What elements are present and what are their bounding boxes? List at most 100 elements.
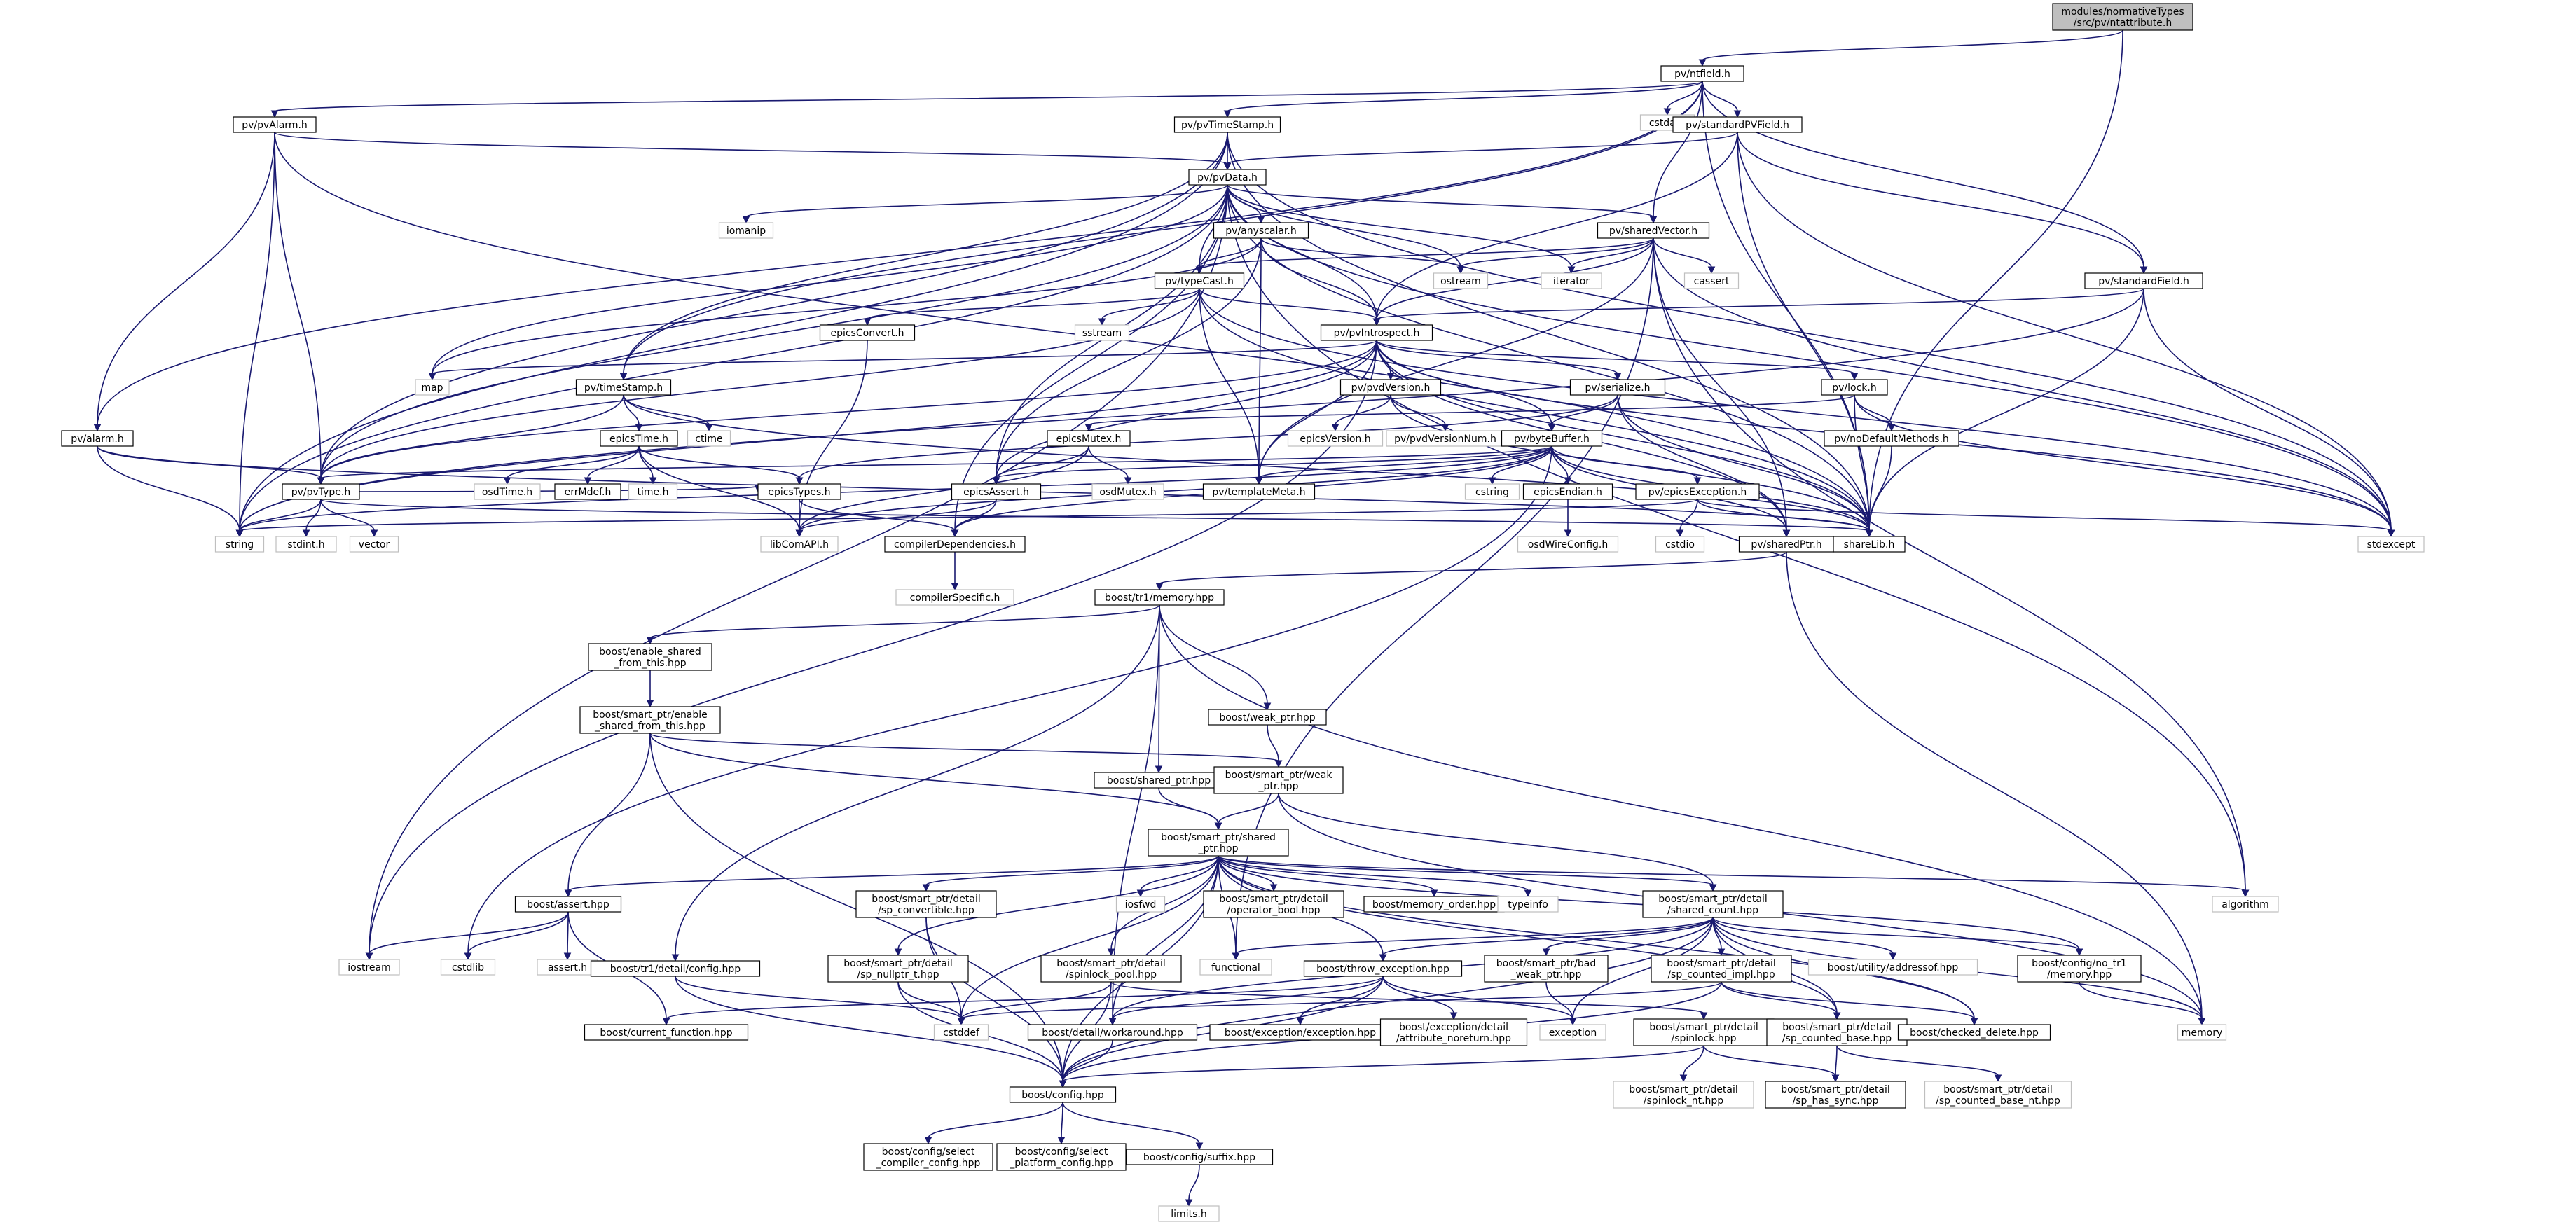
node-box <box>628 483 678 500</box>
node-countedBase[interactable]: boost/smart_ptr/detail/sp_counted_base.h… <box>1766 1018 1908 1046</box>
node-checkedDelete[interactable]: boost/checked_delete.hpp <box>1897 1024 2051 1041</box>
node-shareLib[interactable]: shareLib.h <box>1833 536 1906 553</box>
node-sharedVector[interactable]: pv/sharedVector.h <box>1597 222 1710 239</box>
node-box <box>2212 896 2279 913</box>
node-epicsMutex[interactable]: epicsMutex.h <box>1047 430 1131 447</box>
node-throwException[interactable]: boost/throw_exception.hpp <box>1303 960 1463 977</box>
node-spConvertible[interactable]: boost/smart_ptr/detail/sp_convertible.hp… <box>855 890 997 918</box>
node-standardPVField[interactable]: pv/standardPVField.h <box>1672 116 1803 133</box>
node-sharedPtrHpp[interactable]: boost/shared_ptr.hpp <box>1094 772 1224 789</box>
edge-byteBuffer-to-cstdlib <box>464 445 1552 961</box>
node-box <box>1651 955 1792 983</box>
node-box <box>415 379 450 396</box>
node-box <box>1213 766 1344 794</box>
node-limits: limits.h <box>1158 1205 1220 1222</box>
node-sharedPtr[interactable]: pv/sharedPtr.h <box>1738 536 1835 553</box>
node-label: /memory.hpp <box>2047 969 2112 980</box>
node-iostream: iostream <box>338 959 400 976</box>
node-alarm[interactable]: pv/alarm.h <box>61 430 134 447</box>
node-box <box>1633 1018 1775 1046</box>
node-pvTimeStamp[interactable]: pv/pvTimeStamp.h <box>1173 116 1281 133</box>
node-weakPtr[interactable]: boost/weak_ptr.hpp <box>1208 709 1327 726</box>
edge-boostAssert-to-cstdlib <box>464 911 569 961</box>
node-noreturn[interactable]: boost/exception/detail/attribute_noretur… <box>1379 1018 1528 1046</box>
node-pvData[interactable]: pv/pvData.h <box>1188 169 1267 186</box>
node-box <box>1009 1086 1117 1103</box>
node-label: iomanip <box>726 226 766 237</box>
node-pvdVersion[interactable]: pv/pvdVersion.h <box>1339 379 1442 396</box>
node-box <box>1613 1081 1754 1109</box>
node-boostConfig[interactable]: boost/config.hpp <box>1009 1086 1117 1103</box>
node-label: _platform_config.hpp <box>1009 1158 1113 1169</box>
node-standardField[interactable]: pv/standardField.h <box>2084 272 2203 289</box>
node-hasSync[interactable]: boost/smart_ptr/detail/sp_has_sync.hpp <box>1765 1081 1906 1109</box>
node-spNullptr[interactable]: boost/smart_ptr/detail/sp_nullptr_t.hpp <box>827 955 969 983</box>
node-serialize[interactable]: pv/serialize.h <box>1569 379 1666 396</box>
node-timeStamp[interactable]: pv/timeStamp.h <box>575 379 672 396</box>
node-errMdef[interactable]: errMdef.h <box>554 483 621 500</box>
node-noDefaultMethods[interactable]: pv/noDefaultMethods.h <box>1824 430 1959 447</box>
node-pvIntrospect[interactable]: pv/pvIntrospect.h <box>1320 324 1433 341</box>
node-label: osdTime.h <box>482 487 532 498</box>
node-box <box>1766 1018 1908 1046</box>
node-boostAssert[interactable]: boost/assert.hpp <box>514 896 622 913</box>
node-pvType[interactable]: pv/pvType.h <box>282 483 360 500</box>
node-root[interactable]: modules/normativeTypes/src/pv/ntattribut… <box>2052 3 2193 31</box>
node-memoryOrder[interactable]: boost/memory_order.hpp <box>1363 896 1505 913</box>
node-enableSharedFromThis[interactable]: boost/enable_shared_from_this.hpp <box>588 643 712 671</box>
node-operatorBool[interactable]: boost/smart_ptr/detail/operator_bool.hpp <box>1203 890 1344 918</box>
edge-byteBuffer-to-cstring <box>1488 445 1552 485</box>
node-selectCompiler[interactable]: boost/config/select_compiler_config.hpp <box>863 1143 993 1171</box>
node-byteBuffer[interactable]: pv/byteBuffer.h <box>1501 430 1603 447</box>
node-label: boost/config/select <box>882 1146 975 1158</box>
node-compilerDependencies[interactable]: compilerDependencies.h <box>884 536 1026 553</box>
node-anyscalar[interactable]: pv/anyscalar.h <box>1213 222 1309 239</box>
node-spSharedPtr[interactable]: boost/smart_ptr/shared_ptr.hpp <box>1148 829 1289 857</box>
node-selectPlatform[interactable]: boost/config/select_platform_config.hpp <box>996 1143 1127 1171</box>
node-epicsTime[interactable]: epicsTime.h <box>600 430 678 447</box>
node-sharedCount[interactable]: boost/smart_ptr/detail/shared_count.hpp <box>1642 890 1784 918</box>
node-suffix[interactable]: boost/config/suffix.hpp <box>1125 1149 1274 1165</box>
node-typeCast[interactable]: pv/typeCast.h <box>1154 272 1245 289</box>
node-label: cstddef <box>943 1027 980 1039</box>
node-countedImpl[interactable]: boost/smart_ptr/detail/sp_counted_impl.h… <box>1651 955 1792 983</box>
node-box <box>554 483 621 500</box>
node-box <box>2177 1024 2227 1041</box>
edge-pvdVersion-to-epicsVersion <box>1331 394 1391 432</box>
node-spEnableShared[interactable]: boost/smart_ptr/enable_shared_from_this.… <box>579 706 721 734</box>
edge-suffix-to-limits <box>1185 1164 1200 1207</box>
node-pvAlarm[interactable]: pv/pvAlarm.h <box>233 116 317 133</box>
node-epicsAssert[interactable]: epicsAssert.h <box>951 483 1042 500</box>
node-box <box>1320 324 1433 341</box>
node-ntfield[interactable]: pv/ntfield.h <box>1660 65 1744 82</box>
node-templateMeta[interactable]: pv/templateMeta.h <box>1202 483 1316 500</box>
node-noTr1Memory[interactable]: boost/config/no_tr1/memory.hpp <box>2017 955 2142 983</box>
node-badWeakPtr[interactable]: boost/smart_ptr/bad_weak_ptr.hpp <box>1484 955 1609 983</box>
node-spinlock[interactable]: boost/smart_ptr/detail/spinlock.hpp <box>1633 1018 1775 1046</box>
node-epicsException[interactable]: pv/epicsException.h <box>1635 483 1760 500</box>
node-addressof: boost/utility/addressof.hpp <box>1807 959 1978 976</box>
node-tr1Config[interactable]: boost/tr1/detail/config.hpp <box>590 960 761 977</box>
node-cstddef: cstddef <box>933 1024 989 1041</box>
node-spinlockPool[interactable]: boost/smart_ptr/detail/spinlock_pool.hpp <box>1040 955 1182 983</box>
node-label: boost/exception/detail <box>1399 1022 1508 1033</box>
edge-tr1Config-to-cstddef <box>675 976 965 1026</box>
node-spinlockNt: boost/smart_ptr/detail/spinlock_nt.hpp <box>1613 1081 1754 1109</box>
node-box <box>1040 955 1182 983</box>
edge-epicsException-to-string <box>235 499 1698 538</box>
node-lock[interactable]: pv/lock.h <box>1821 379 1888 396</box>
edge-compilerDependencies-to-compilerSpecific <box>951 552 959 591</box>
node-workaround[interactable]: boost/detail/workaround.hpp <box>1027 1024 1198 1041</box>
node-epicsTypes[interactable]: epicsTypes.h <box>757 483 841 500</box>
node-currentFunction[interactable]: boost/current_function.hpp <box>584 1024 749 1041</box>
edge-spEnableShared-to-spWeakPtr <box>649 733 1283 768</box>
node-epicsConvert[interactable]: epicsConvert.h <box>819 324 916 341</box>
node-epicsEndian[interactable]: epicsEndian.h <box>1522 483 1613 500</box>
node-exceptionHpp[interactable]: boost/exception/exception.hpp <box>1209 1024 1391 1041</box>
node-tr1memory[interactable]: boost/tr1/memory.hpp <box>1094 589 1225 606</box>
node-box <box>1541 272 1602 289</box>
node-box <box>1833 536 1906 553</box>
node-box <box>1027 1024 1198 1041</box>
node-osdWireConfig: osdWireConfig.h <box>1517 536 1619 553</box>
node-spWeakPtr[interactable]: boost/smart_ptr/weak_ptr.hpp <box>1213 766 1344 794</box>
